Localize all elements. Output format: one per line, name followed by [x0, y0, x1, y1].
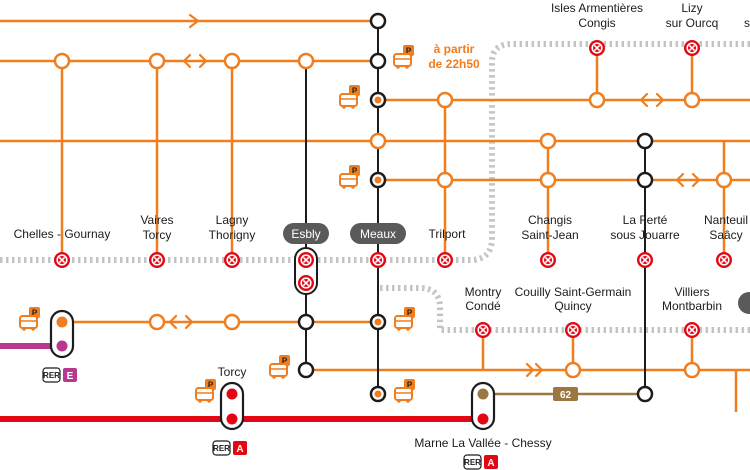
pill-esbly: Esbly: [283, 223, 329, 244]
svg-text:Meaux: Meaux: [360, 227, 396, 241]
label-sur-ourcq: sur Ourcq: [666, 16, 719, 30]
label-saacy: Saâcy: [709, 228, 742, 242]
svg-text:A: A: [236, 444, 243, 455]
label-sous-jouarre: sous Jouarre: [610, 228, 680, 242]
pill-meaux: Meaux: [350, 223, 406, 244]
label-changis: Changis: [528, 213, 572, 227]
label-nanteuil: Nanteuil: [704, 213, 748, 227]
black-lines: [305, 21, 646, 394]
svg-text:E: E: [67, 371, 74, 382]
label-saint-jean: Saint-Jean: [521, 228, 578, 242]
svg-text:62: 62: [560, 390, 572, 401]
svg-text:RER: RER: [213, 444, 230, 453]
label-montbarbin: Montbarbin: [662, 299, 722, 313]
label-couilly: Couilly Saint-Germain: [515, 285, 632, 299]
label-torcy: Torcy: [218, 365, 247, 379]
label-vaires: Vaires: [140, 213, 173, 227]
offscreen-pill: [738, 292, 750, 314]
esbly-interchange: [294, 247, 318, 295]
night-note-line2: de 22h50: [428, 57, 480, 71]
label-la-ferte: La Ferté: [623, 213, 668, 227]
direction-arrow-icon: [168, 13, 701, 378]
torcy-interchange: [219, 381, 245, 431]
svg-text:Esbly: Esbly: [291, 227, 320, 241]
label-lizy: Lizy: [681, 1, 702, 15]
night-note-line1: à partir: [434, 42, 475, 56]
label-quincy: Quincy: [554, 299, 591, 313]
badge-line-62: 62: [553, 387, 578, 401]
label-offscreen-s: s: [744, 16, 750, 30]
label-chelles: Chelles - Gournay: [14, 227, 111, 241]
label-thorigny: Thorigny: [209, 228, 256, 242]
svg-text:RER: RER: [464, 458, 481, 467]
rer-badge-icon: RER E RER A RER A: [42, 367, 498, 470]
label-marne-la-vallee: Marne La Vallée - Chessy: [414, 436, 551, 450]
svg-text:RER: RER: [43, 371, 60, 380]
label-lagny: Lagny: [216, 213, 249, 227]
label-montry: Montry: [465, 285, 502, 299]
label-trilport: Trilport: [429, 227, 467, 241]
station-labels: Chelles - Gournay Vaires Torcy Lagny Tho…: [14, 1, 750, 450]
rer-e-interchange: [49, 309, 75, 359]
label-vaires-torcy: Torcy: [143, 228, 172, 242]
label-conde: Condé: [465, 299, 501, 313]
label-congis: Congis: [578, 16, 615, 30]
label-isles: Isles Armentières: [551, 1, 643, 15]
marne-interchange: [470, 381, 496, 431]
closed-line-dashes: [0, 41, 750, 333]
svg-text:A: A: [487, 458, 494, 469]
label-villiers: Villiers: [674, 285, 709, 299]
